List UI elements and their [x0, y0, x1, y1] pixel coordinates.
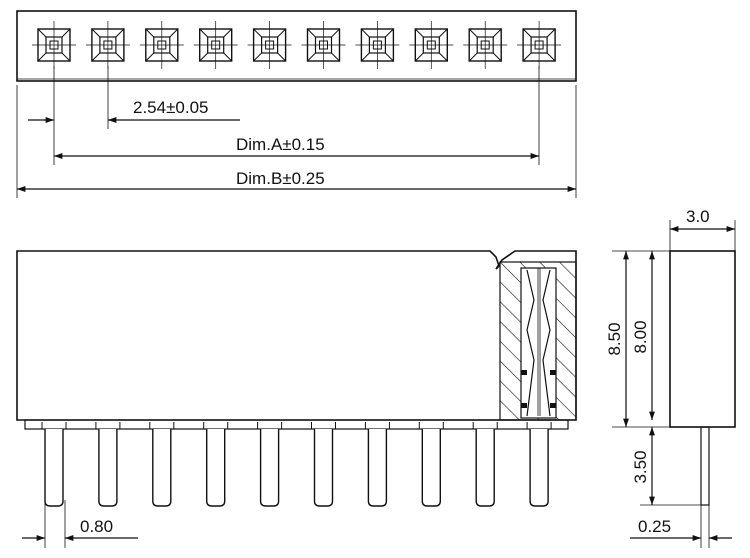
socket-hole — [193, 21, 238, 69]
pins — [41, 422, 552, 507]
pin — [95, 422, 121, 507]
body-height-label: 8.00 — [631, 320, 650, 353]
top-view-body — [16, 10, 577, 82]
pin — [472, 422, 498, 507]
pin — [364, 422, 390, 507]
pin-width-label: 0.80 — [80, 517, 113, 536]
pitch-dimension: 2.54±0.05 — [28, 98, 240, 123]
socket-hole — [247, 21, 292, 69]
socket-hole — [85, 21, 130, 69]
pin — [526, 422, 552, 507]
socket-holes — [32, 21, 562, 69]
socket-hole — [517, 21, 562, 69]
pin-thickness-dimension: 0.25 — [630, 505, 732, 548]
pin — [149, 422, 175, 507]
socket-hole — [32, 21, 76, 69]
front-view-body — [16, 250, 577, 421]
pitch-label: 2.54±0.05 — [133, 98, 209, 117]
socket-hole — [139, 21, 184, 69]
body-standoff — [24, 419, 569, 430]
dim-b-dimension: Dim.B±0.25 — [17, 169, 576, 192]
top-view: 2.54±0.05 Dim.A±0.15 Dim.B±0.25 — [16, 10, 577, 198]
dim-a-label: Dim.A±0.15 — [236, 135, 325, 154]
socket-hole — [463, 21, 508, 69]
front-view: 0.80 — [16, 250, 577, 548]
socket-hole — [409, 21, 454, 69]
side-view-body — [669, 250, 736, 428]
side-view: 3.0 8.50 8.00 3.50 0.25 — [605, 207, 736, 548]
pin-width-dimension: 0.80 — [22, 500, 138, 548]
pin — [203, 422, 229, 507]
total-height-label: 8.50 — [605, 322, 624, 355]
pin — [311, 422, 336, 507]
pin-length-dimension: 3.50 — [631, 427, 701, 506]
pin — [41, 422, 67, 507]
socket-hole — [355, 21, 400, 69]
dim-a-dimension: Dim.A±0.15 — [54, 135, 539, 159]
section-cut — [499, 261, 577, 421]
side-width-label: 3.0 — [686, 207, 710, 226]
pin — [418, 422, 444, 507]
dim-b-label: Dim.B±0.25 — [236, 169, 325, 188]
body-height-dimension: 8.00 — [631, 251, 655, 420]
pin-length-label: 3.50 — [631, 450, 650, 483]
pin — [257, 422, 283, 507]
socket-hole — [301, 21, 346, 69]
side-pin — [700, 426, 710, 506]
side-width-dimension: 3.0 — [669, 207, 736, 251]
pin-thickness-label: 0.25 — [638, 517, 671, 536]
total-height-dimension: 8.50 — [605, 250, 670, 428]
